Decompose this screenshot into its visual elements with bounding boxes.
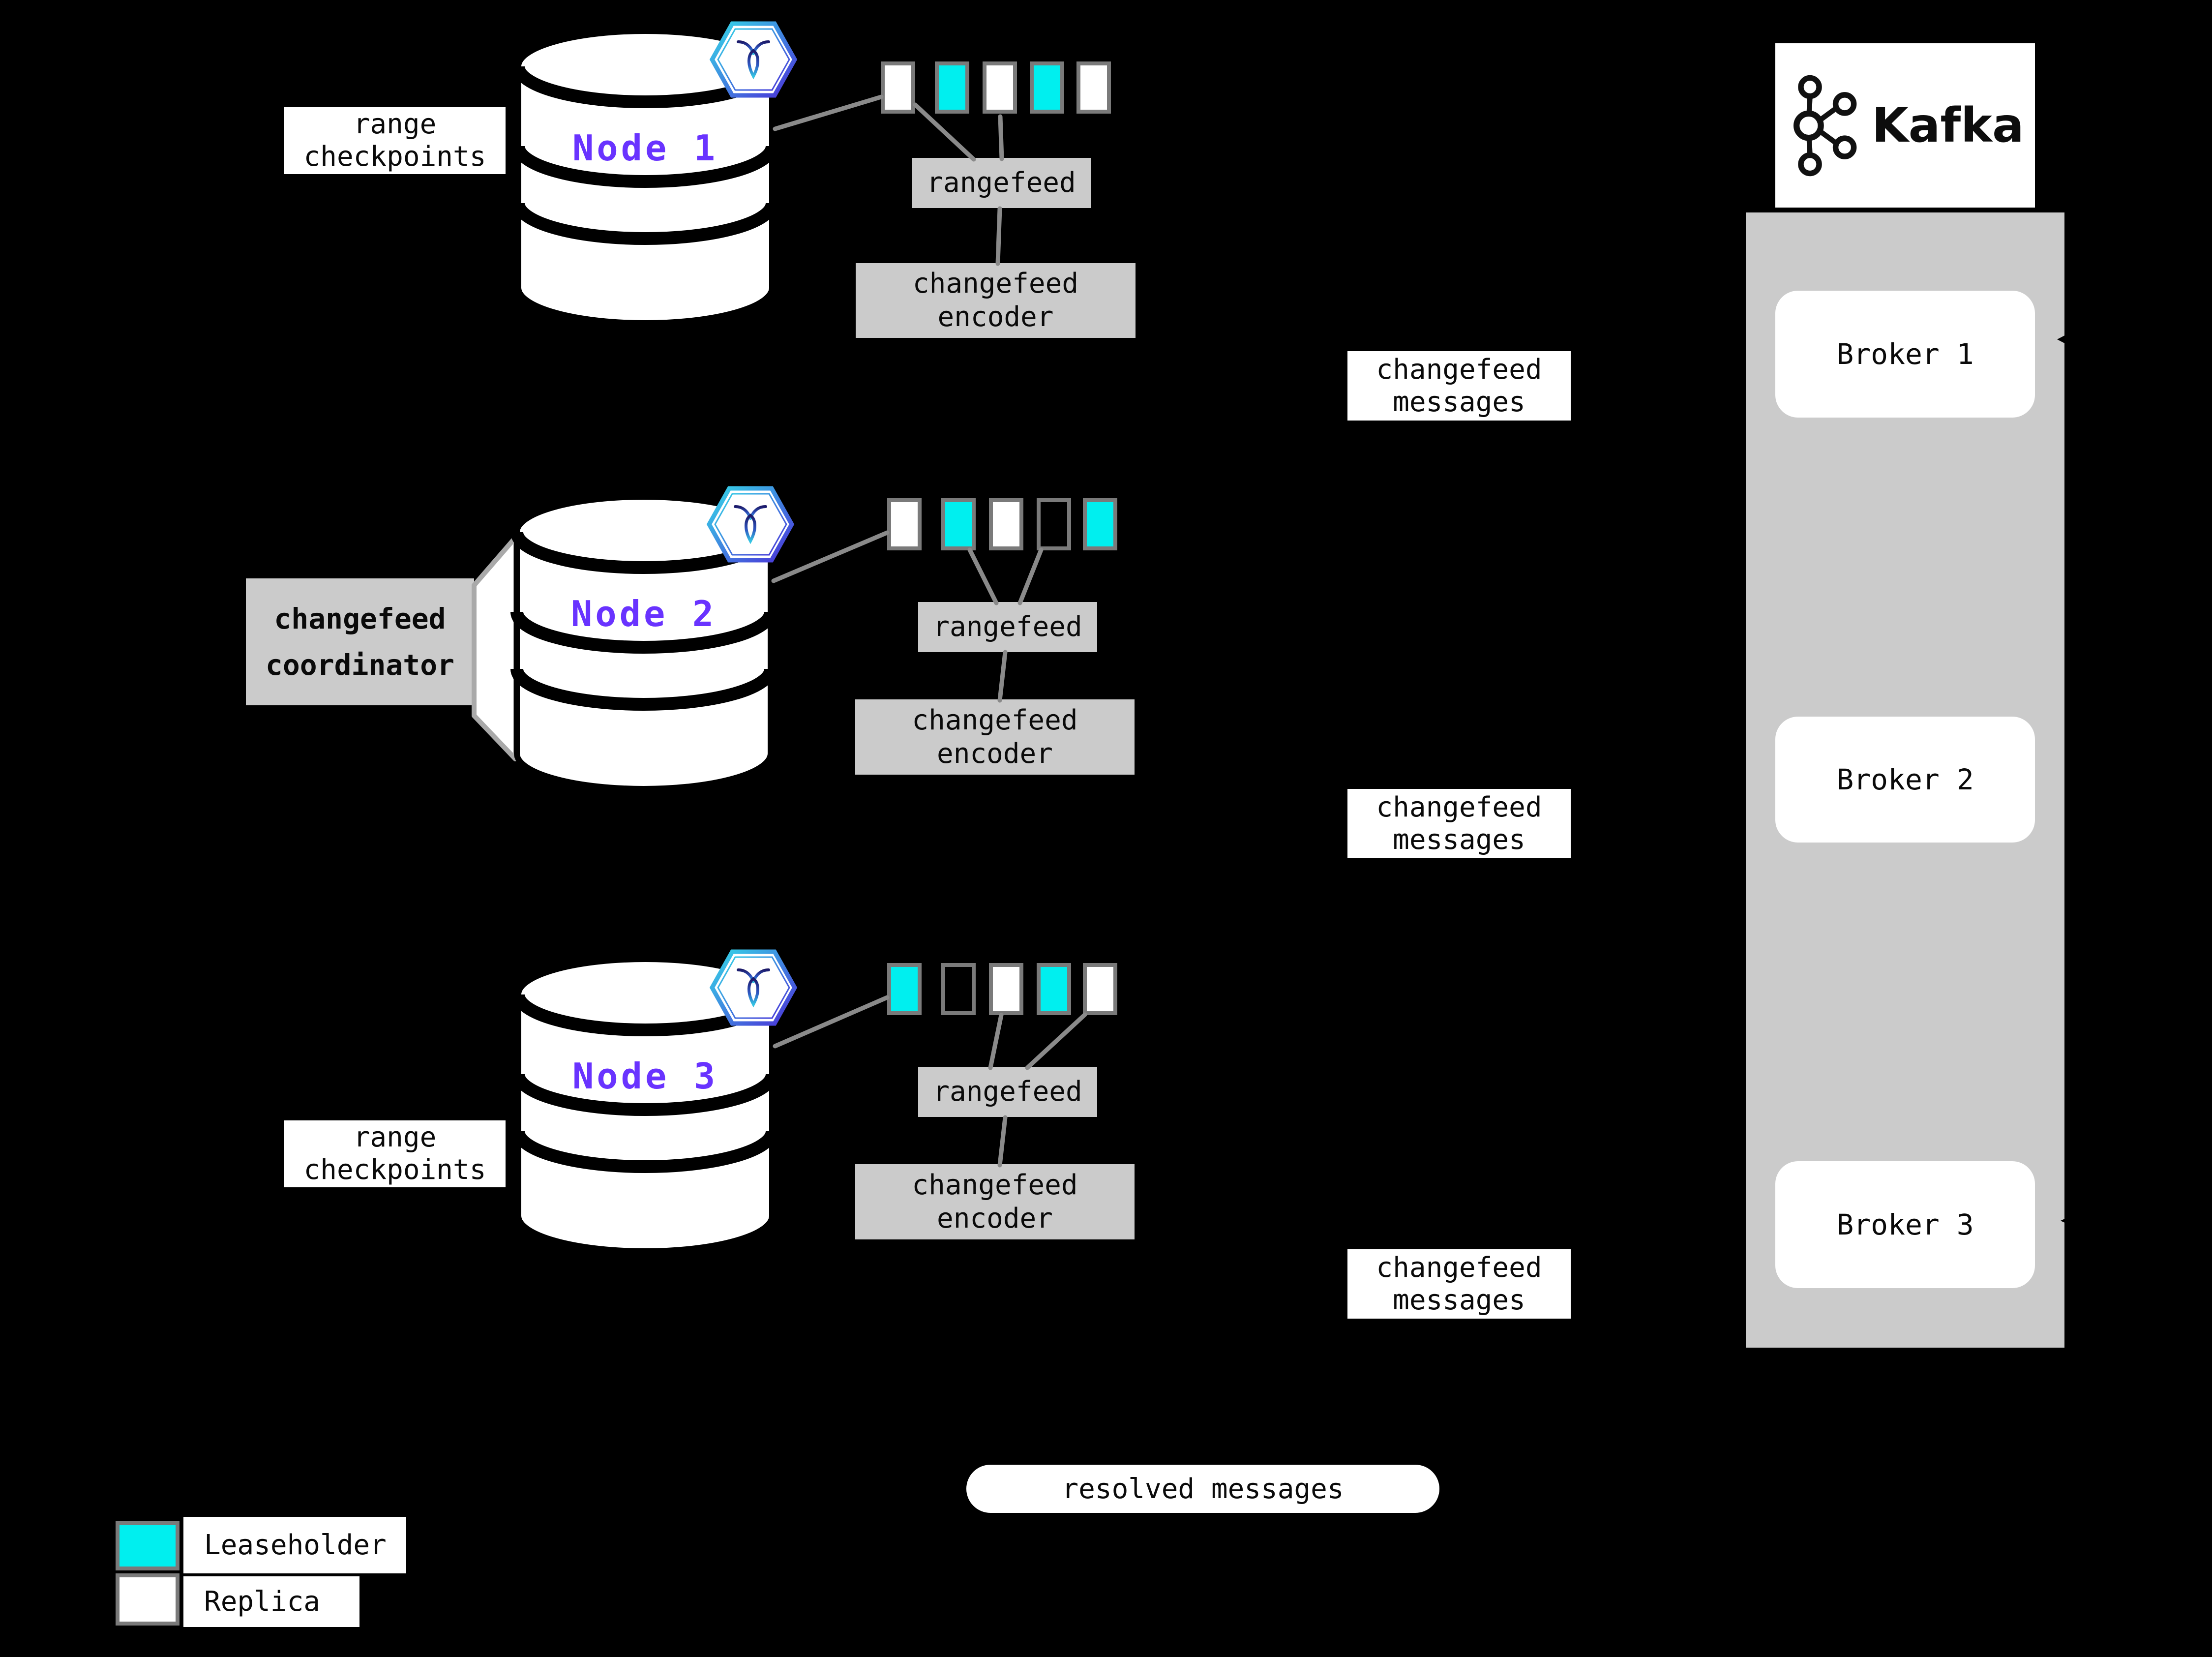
coordinator-line2: coordinator [265, 648, 455, 682]
node-3-range-1 [887, 963, 922, 1015]
node-2-rangefeed-label: rangefeed [933, 611, 1082, 643]
range-checkpoints-top-line1: range [353, 108, 437, 140]
range-checkpoints-bottom-line1: range [353, 1121, 437, 1153]
node-2-rangefeed-to-encoder-line [997, 650, 1008, 703]
resolved-messages-pill: resolved messages [966, 1465, 1439, 1513]
legend-leaseholder-label: Leaseholder [183, 1517, 406, 1573]
encoder-3-line1: changefeed [912, 1169, 1078, 1201]
node-1-range-1 [881, 61, 915, 114]
node-1-database-cylinder [518, 31, 772, 323]
changefeed-coordinator-box: changefeed coordinator [246, 578, 474, 705]
node-2-cockroachdb-icon [709, 488, 792, 560]
node-2-range-2 [941, 498, 976, 550]
encoder-3-line2: encoder [936, 1202, 1053, 1235]
broker-1: Broker 1 [1775, 291, 2035, 418]
node-1-rangefeed-box: rangefeed [912, 158, 1091, 208]
legend-replica-text: Replica [204, 1586, 321, 1618]
legend-leaseholder-swatch [116, 1521, 179, 1570]
broker-3: Broker 3 [1775, 1161, 2035, 1288]
node-1-range-4 [1030, 61, 1064, 114]
broker-2-label: Broker 2 [1836, 763, 1974, 796]
node-3-range-2 [941, 963, 976, 1015]
node-1-range-2 [935, 61, 969, 114]
kafka-brand-label: Kafka [1872, 98, 2024, 153]
messages-1-line2: messages [1393, 386, 1525, 418]
broker-3-label: Broker 3 [1836, 1208, 1974, 1241]
resolved-messages-label: resolved messages [1062, 1473, 1344, 1505]
coordinator-callout-pointer [472, 535, 518, 761]
node-3-rangefeed-to-encoder-line [997, 1115, 1008, 1168]
node-3-range-5 [1083, 963, 1117, 1015]
node-1-changefeed-messages-label: changefeed messages [1347, 351, 1571, 421]
node-2-to-range-line [771, 530, 890, 583]
encoder-2-line1: changefeed [912, 704, 1078, 736]
node-3-cockroachdb-icon [712, 952, 795, 1024]
kafka-icon [1794, 75, 1857, 176]
encoder-1-line1: changefeed [912, 268, 1079, 300]
node-3-range-4 [1037, 963, 1071, 1015]
node-2-label: Node 2 [570, 593, 717, 634]
node-2-database-cylinder [517, 497, 771, 789]
node-1-cockroachdb-icon [712, 24, 795, 95]
node-3-range5-to-rangefeed-line [1025, 1012, 1087, 1070]
node-1-range-3 [983, 61, 1017, 114]
node-2-range2-to-rangefeed-line [967, 547, 999, 605]
broker-2: Broker 2 [1775, 717, 2035, 843]
node-3-database-cylinder [518, 959, 772, 1251]
node-1-range-5 [1076, 61, 1111, 114]
node-1-changefeed-encoder-box: changefeed encoder [856, 263, 1136, 338]
node-1-label: Node 1 [572, 127, 718, 169]
node-3-changefeed-encoder-box: changefeed encoder [855, 1164, 1135, 1239]
messages-2-line2: messages [1393, 823, 1525, 856]
node-3-range3-to-rangefeed-line [988, 1013, 1004, 1070]
legend-leaseholder-text: Leaseholder [204, 1529, 387, 1561]
node-1-range3-to-rangefeed-line [998, 114, 1004, 161]
node-2-range-5 [1083, 498, 1117, 550]
messages-3-line1: changefeed [1376, 1251, 1542, 1284]
coordinator-line1: changefeed [274, 602, 446, 635]
messages-3-line2: messages [1393, 1284, 1525, 1316]
node-2-range4-to-rangefeed-line [1017, 547, 1044, 605]
node-2-changefeed-messages-label: changefeed messages [1347, 789, 1571, 858]
messages-1-line1: changefeed [1376, 353, 1542, 386]
broker-1-label: Broker 1 [1836, 337, 1974, 371]
kafka-logo-box: Kafka [1775, 43, 2035, 208]
range-checkpoints-top-line2: checkpoints [303, 141, 486, 173]
node-2-changefeed-encoder-box: changefeed encoder [855, 699, 1135, 775]
node-1-rangefeed-label: rangefeed [927, 167, 1076, 199]
node-3-label: Node 3 [572, 1055, 718, 1097]
node-3-changefeed-messages-label: changefeed messages [1347, 1249, 1571, 1319]
range-checkpoints-bottom-line2: checkpoints [303, 1154, 486, 1186]
encoder-1-line2: encoder [937, 301, 1054, 333]
legend-replica-swatch [116, 1573, 179, 1626]
node-1-rangefeed-to-encoder-line [995, 206, 1002, 266]
node-3-to-range-line [773, 995, 890, 1049]
range-checkpoints-label-bottom: range checkpoints [284, 1120, 506, 1187]
node-2-rangefeed-box: rangefeed [918, 602, 1097, 652]
node-2-range-3 [989, 498, 1023, 550]
node-3-range-3 [989, 963, 1023, 1015]
node-2-range-1 [887, 498, 922, 550]
node-3-rangefeed-label: rangefeed [933, 1076, 1082, 1108]
messages-2-line1: changefeed [1376, 791, 1542, 823]
node-3-rangefeed-box: rangefeed [918, 1067, 1097, 1117]
legend-replica-label: Replica [183, 1576, 359, 1627]
node-2-range-4 [1037, 498, 1071, 550]
node-1-to-range-line [773, 94, 884, 131]
encoder-2-line2: encoder [936, 737, 1053, 770]
range-checkpoints-label-top: range checkpoints [284, 107, 506, 174]
